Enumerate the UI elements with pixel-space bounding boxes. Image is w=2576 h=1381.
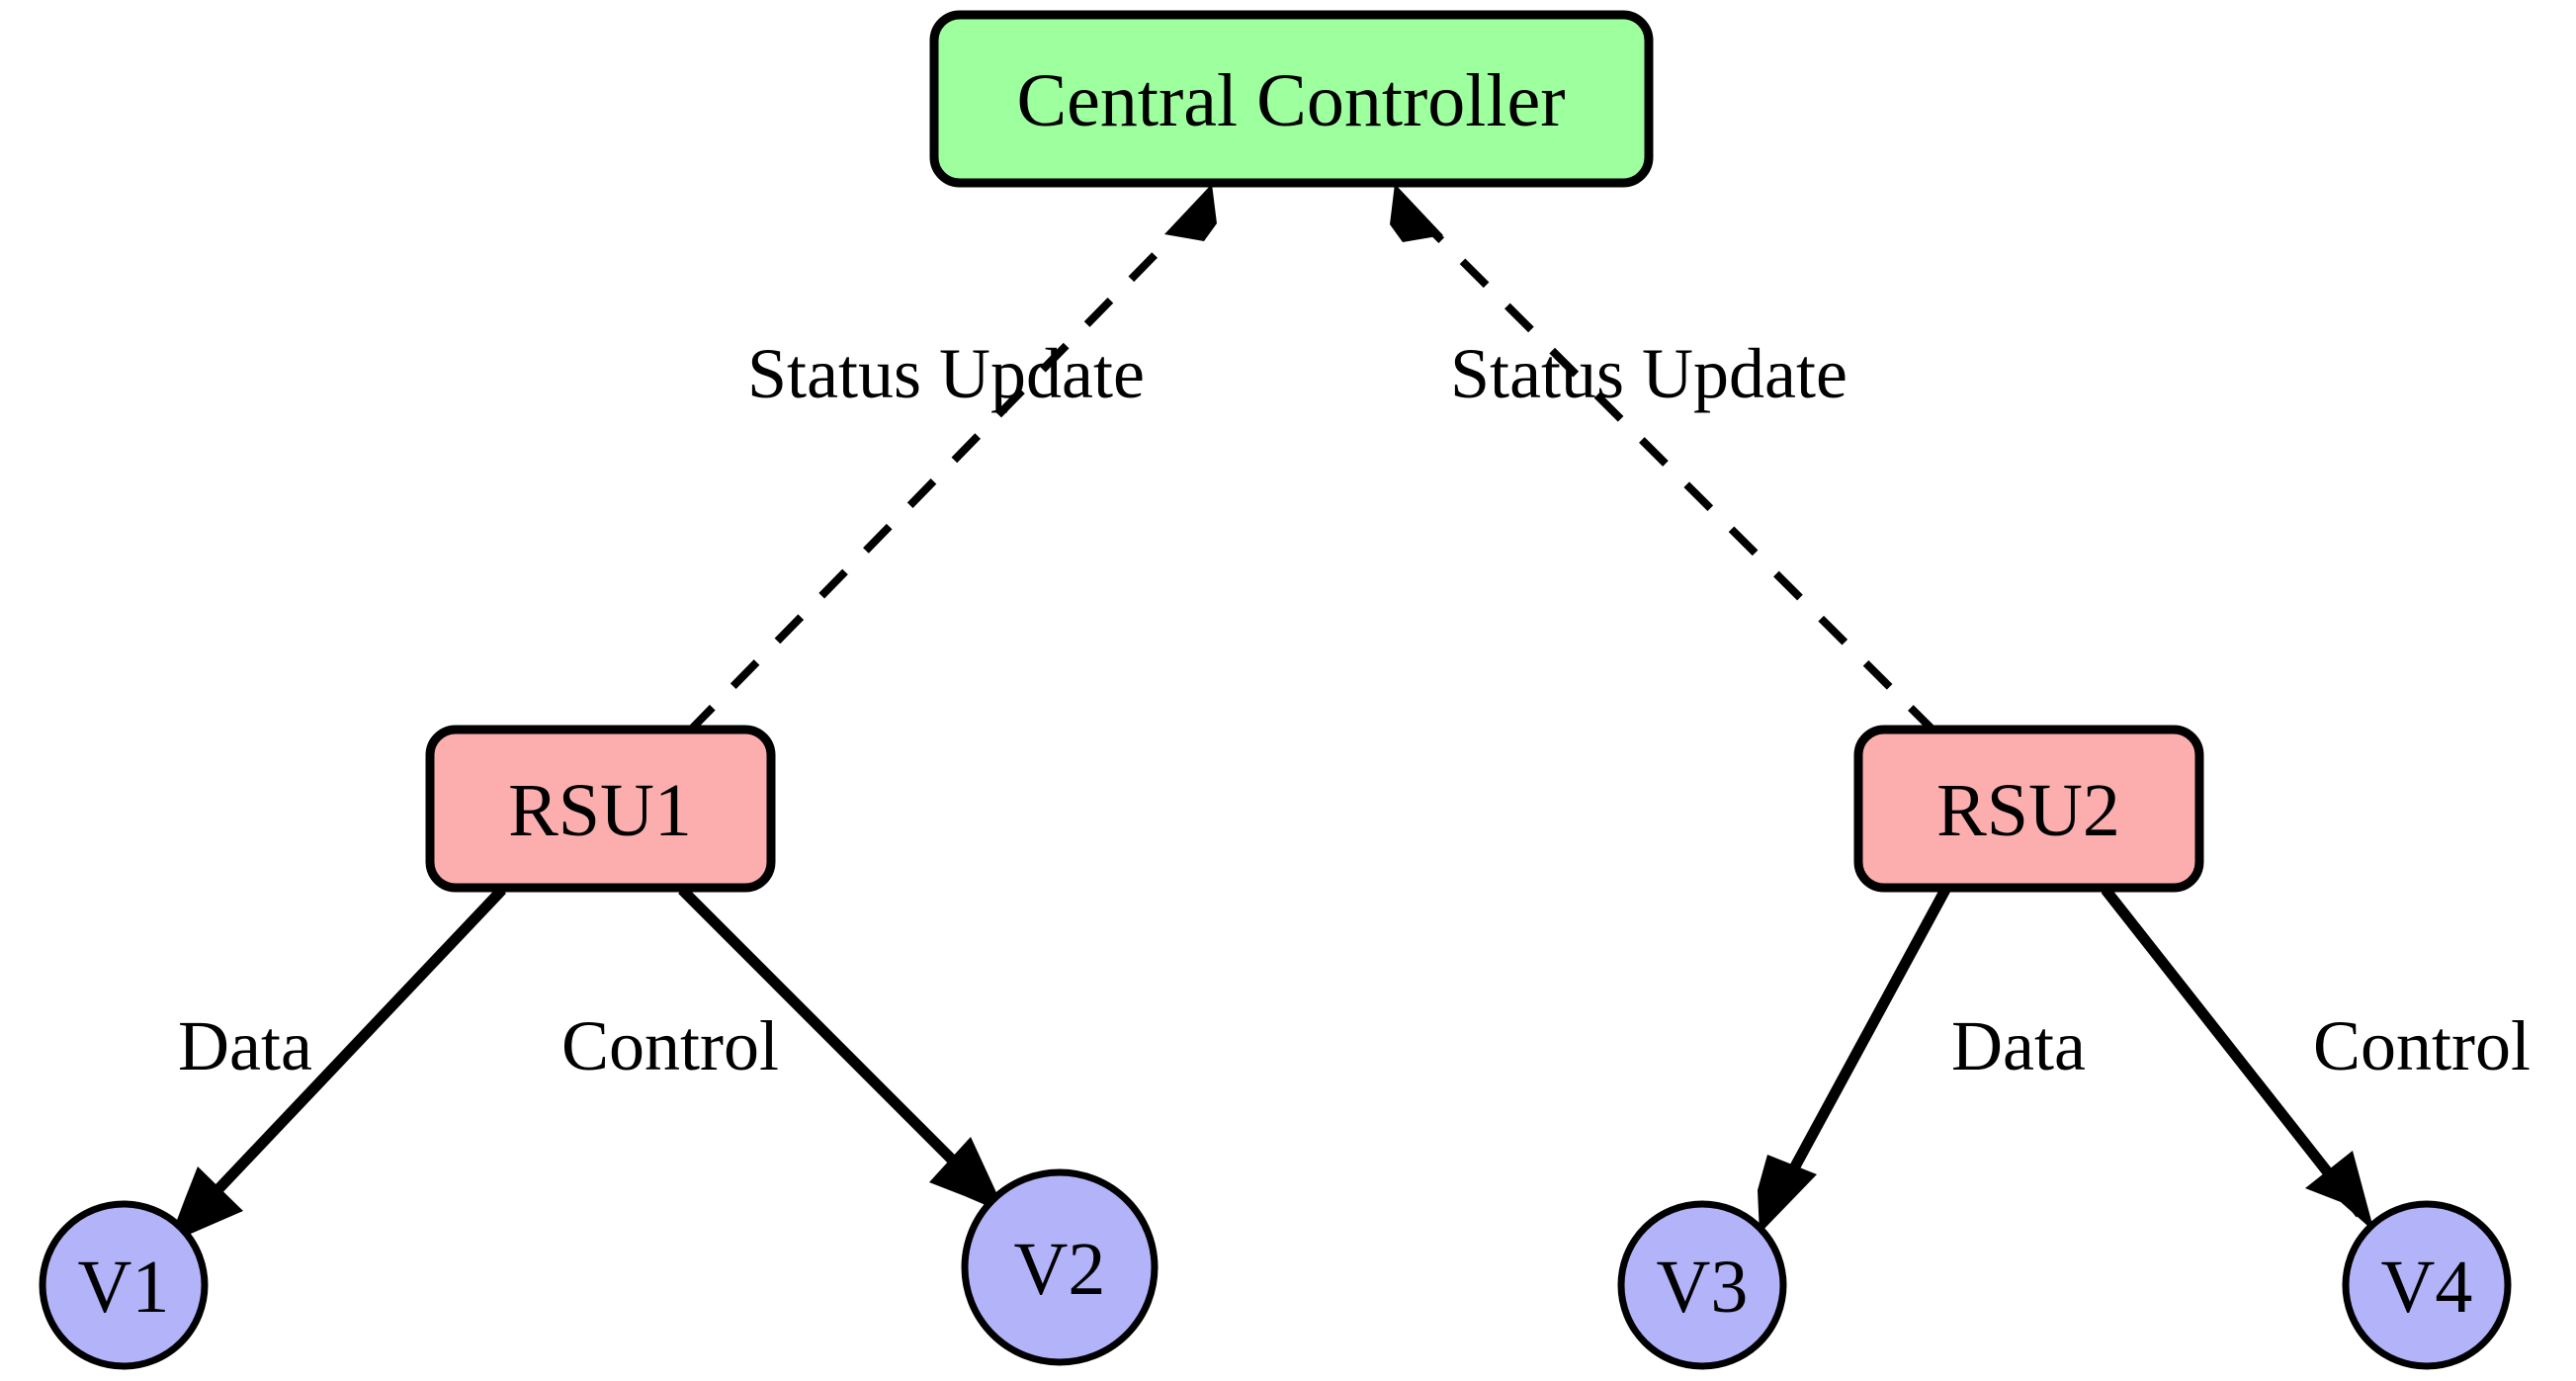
node-central-controller[interactable]: Central Controller	[929, 10, 1654, 188]
v4-circle	[2342, 1200, 2512, 1370]
rsu2-box	[1853, 725, 2204, 893]
arrowhead-rsu1-v1	[168, 1166, 243, 1244]
arrowhead-rsu2-v4	[2305, 1151, 2374, 1232]
edge-line-rsu1-v2	[678, 886, 994, 1202]
rsu1-label: RSU1	[508, 769, 692, 852]
v3-circle	[1617, 1200, 1787, 1370]
rsu1-box	[425, 725, 776, 893]
edge-line-rsu1-controller	[686, 203, 1206, 734]
edge-rsu2-to-controller[interactable]: Status Update	[1390, 184, 1937, 734]
v2-circle	[961, 1168, 1159, 1366]
edge-rsu1-to-controller[interactable]: Status Update	[686, 184, 1217, 734]
node-rsu2[interactable]: RSU2	[1853, 725, 2204, 893]
node-rsu1[interactable]: RSU1	[425, 725, 776, 893]
arrowhead-rsu2-controller	[1390, 184, 1443, 242]
edge-label-status-update-1: Status Update	[747, 334, 1145, 413]
edge-label-control-1: Control	[561, 1006, 779, 1085]
central-controller-box	[929, 10, 1654, 188]
v1-circle	[39, 1200, 209, 1370]
edge-rsu1-to-v1[interactable]: Data	[168, 886, 506, 1244]
v4-label: V4	[2381, 1246, 2473, 1329]
arrowhead-rsu1-v2	[929, 1137, 1006, 1214]
rsu2-label: RSU2	[1936, 769, 2120, 852]
central-controller-label: Central Controller	[1016, 59, 1565, 142]
arrowhead-rsu1-controller	[1164, 184, 1217, 241]
node-v3[interactable]: V3	[1617, 1200, 1787, 1370]
edge-line-rsu2-controller	[1404, 203, 1937, 734]
edge-rsu1-to-v2[interactable]: Control	[561, 886, 1006, 1214]
edge-label-status-update-2: Status Update	[1450, 334, 1847, 413]
edge-line-rsu1-v1	[178, 886, 506, 1232]
v1-label: V1	[78, 1246, 170, 1329]
v2-label: V2	[1014, 1228, 1106, 1311]
arrowhead-rsu2-v3	[1758, 1155, 1817, 1234]
edge-rsu2-to-v3[interactable]: Data	[1758, 887, 2086, 1234]
edge-line-rsu2-v3	[1764, 887, 1950, 1217]
edge-label-control-2: Control	[2313, 1006, 2531, 1085]
v3-label: V3	[1657, 1246, 1749, 1329]
edge-label-data-1: Data	[178, 1006, 312, 1085]
node-v2[interactable]: V2	[961, 1168, 1159, 1366]
edge-line-rsu2-v4	[2101, 886, 2365, 1218]
node-v4[interactable]: V4	[2342, 1200, 2512, 1370]
edge-rsu2-to-v4[interactable]: Control	[2101, 886, 2531, 1232]
node-v1[interactable]: V1	[39, 1200, 209, 1370]
edge-label-data-2: Data	[1951, 1006, 2086, 1085]
